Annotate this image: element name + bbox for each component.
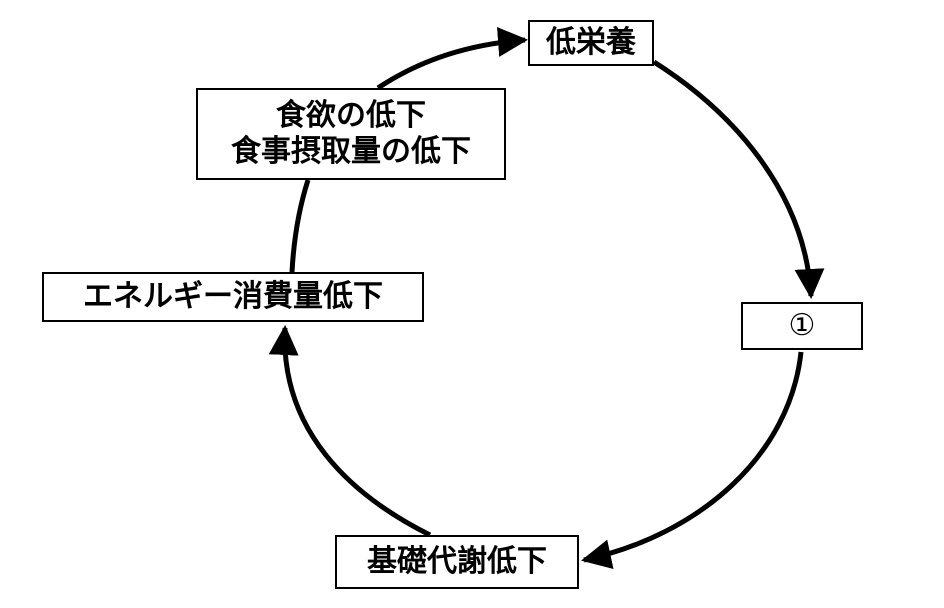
arrow-basal-to-energy — [268, 325, 432, 538]
arrow-appetite-to-low-nutrition — [376, 27, 528, 91]
node-appetite-decline: 食欲の低下 食事摂取量の低下 — [196, 88, 506, 180]
node-energy-expenditure: エネルギー消費量低下 — [42, 272, 424, 322]
node-basal-label: 基礎代謝低下 — [367, 544, 547, 579]
node-appetite-label-line1: 食欲の低下 — [276, 98, 426, 133]
arrow-blank-to-basal — [581, 351, 804, 569]
node-appetite-label-line2: 食事摂取量の低下 — [231, 134, 471, 169]
arrow-low-nutrition-to-blank — [652, 59, 825, 299]
node-low-nutrition-label: 低栄養 — [546, 25, 636, 60]
node-blank-label: ① — [788, 308, 816, 343]
node-energy-label: エネルギー消費量低下 — [83, 279, 383, 314]
node-blank-1: ① — [741, 302, 863, 350]
arrow-energy-to-appetite — [289, 179, 311, 273]
node-low-nutrition: 低栄養 — [528, 20, 654, 66]
node-basal-metabolism: 基礎代謝低下 — [335, 535, 579, 589]
